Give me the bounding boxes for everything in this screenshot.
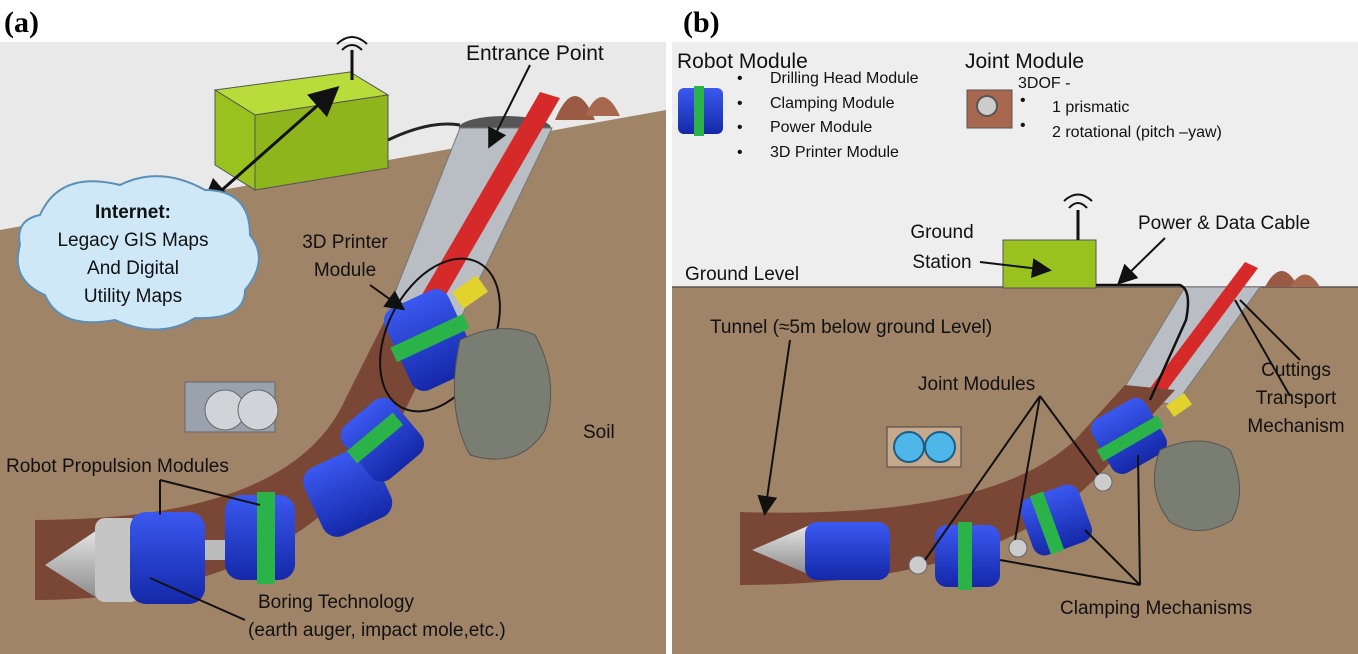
- leader-joint: [924, 395, 1041, 561]
- drilling-module: [805, 522, 890, 580]
- dirt-mound: [1265, 271, 1298, 287]
- joint-item: 1 prismatic: [1052, 99, 1129, 116]
- svg-text:•: •: [737, 119, 743, 136]
- leader-propulsion: [159, 479, 261, 506]
- clamp-ring: [958, 522, 972, 590]
- pipe-end: [924, 431, 956, 463]
- entrance-point-label: Entrance Point: [466, 42, 604, 65]
- panel-b: (b) Robot Module • Drilling Head Module …: [672, 6, 1358, 654]
- svg-text:•: •: [737, 70, 743, 87]
- leader-station: [979, 258, 1052, 279]
- dirt-mound: [1290, 274, 1320, 287]
- leader-boring: [149, 577, 246, 621]
- ground-level-label: Ground Level: [685, 264, 799, 285]
- joint-modules-label: Joint Modules: [918, 374, 1035, 395]
- clamp-ring: [1096, 415, 1164, 462]
- clamp-ring: [346, 412, 404, 464]
- ground-station-box: [1002, 239, 1097, 289]
- leader-clamp: [1084, 529, 1141, 586]
- auger-collar: [95, 518, 140, 602]
- printer-nozzle: [1165, 392, 1193, 418]
- propulsion-label: Robot Propulsion Modules: [6, 456, 229, 477]
- robot-module-title: Robot Module: [677, 50, 808, 73]
- pipe-end: [893, 431, 925, 463]
- soil-label: Soil: [583, 422, 615, 443]
- pipe-end: [237, 389, 279, 431]
- cuttings-line1: Cuttings: [1261, 360, 1331, 381]
- wifi-icon: [336, 36, 368, 51]
- cuttings-line3: Mechanism: [1247, 416, 1344, 437]
- internet-line2: And Digital: [87, 258, 179, 279]
- robot-module-list: • Drilling Head Module • Clamping Module…: [737, 70, 919, 161]
- robot-module-clamp-icon: [694, 86, 704, 136]
- leader-joint: [1014, 395, 1041, 541]
- robot-module-item: Power Module: [770, 119, 872, 136]
- joint-module: [908, 555, 928, 575]
- leader-tunnel: [757, 339, 791, 516]
- robot-train-b: [752, 392, 1193, 590]
- svg-text:•: •: [1020, 117, 1026, 134]
- internet-line3: Utility Maps: [84, 286, 182, 307]
- power-data-cable: [1096, 283, 1190, 401]
- leader-cuttings: [1239, 299, 1301, 361]
- panel-b-soil: [672, 287, 1358, 654]
- power-cable-label: Power & Data Cable: [1138, 213, 1310, 234]
- ground-station-line2: Station: [912, 252, 971, 273]
- panel-b-label: (b): [683, 6, 720, 39]
- panel-a: (a) Entrance Point Internet: Legacy GIS …: [0, 6, 666, 654]
- joint-dof: 3DOF -: [1018, 75, 1070, 92]
- robot-train-a: [45, 275, 489, 604]
- auger-head: [45, 528, 100, 600]
- boring-line2: (earth auger, impact mole,etc.): [248, 620, 506, 641]
- leader-joint: [1039, 395, 1099, 476]
- clamping-label: Clamping Mechanisms: [1060, 598, 1252, 619]
- wifi-icon: [1063, 193, 1093, 209]
- clamp-ring: [390, 313, 470, 363]
- dirt-mound: [585, 97, 620, 116]
- leader-entrance: [488, 64, 531, 149]
- internet-title: Internet:: [95, 202, 171, 223]
- joint-module: [1093, 472, 1113, 492]
- leader-cable: [1117, 237, 1166, 285]
- svg-text:•: •: [737, 95, 743, 112]
- joint-module-title: Joint Module: [965, 50, 1084, 73]
- svg-text:•: •: [737, 144, 743, 161]
- printer-line2: Module: [314, 260, 376, 281]
- cuttings-tube-a: [420, 92, 560, 305]
- robot-module-item: Clamping Module: [770, 95, 895, 112]
- printer-line1: 3D Printer: [302, 232, 388, 253]
- ground-station-line1: Ground: [910, 222, 973, 243]
- boring-line1: Boring Technology: [258, 592, 414, 613]
- cuttings-tube-b: [1138, 262, 1258, 410]
- panel-a-label: (a): [4, 6, 39, 39]
- drill-head-b: [752, 525, 810, 575]
- clamp-ring: [1029, 491, 1065, 555]
- internet-line1: Legacy GIS Maps: [57, 230, 208, 251]
- leader-cuttings: [1234, 299, 1291, 397]
- dirt-mound: [555, 96, 595, 120]
- robot-module-item: 3D Printer Module: [770, 144, 899, 161]
- leader-clamp: [999, 559, 1141, 586]
- clamp-ring: [257, 492, 275, 584]
- tunnel-label: Tunnel (≈5m below ground Level): [710, 317, 992, 338]
- joint-item: 2 rotational (pitch –yaw): [1052, 124, 1222, 141]
- leader-clamp: [1137, 454, 1141, 586]
- joint-module: [1008, 538, 1028, 558]
- cable-a: [387, 122, 461, 142]
- joint-ball-icon: [976, 95, 998, 117]
- printer-nozzle: [451, 275, 489, 309]
- svg-text:•: •: [1020, 92, 1026, 109]
- propulsion-module: [130, 512, 205, 604]
- rock-a: [453, 328, 552, 460]
- robot-module-item: Drilling Head Module: [770, 70, 919, 87]
- cuttings-line2: Transport: [1256, 388, 1337, 409]
- rock-b: [1153, 440, 1241, 531]
- internet-cloud: [16, 175, 260, 331]
- leader-printer: [369, 284, 406, 311]
- link-arrow: [200, 86, 340, 209]
